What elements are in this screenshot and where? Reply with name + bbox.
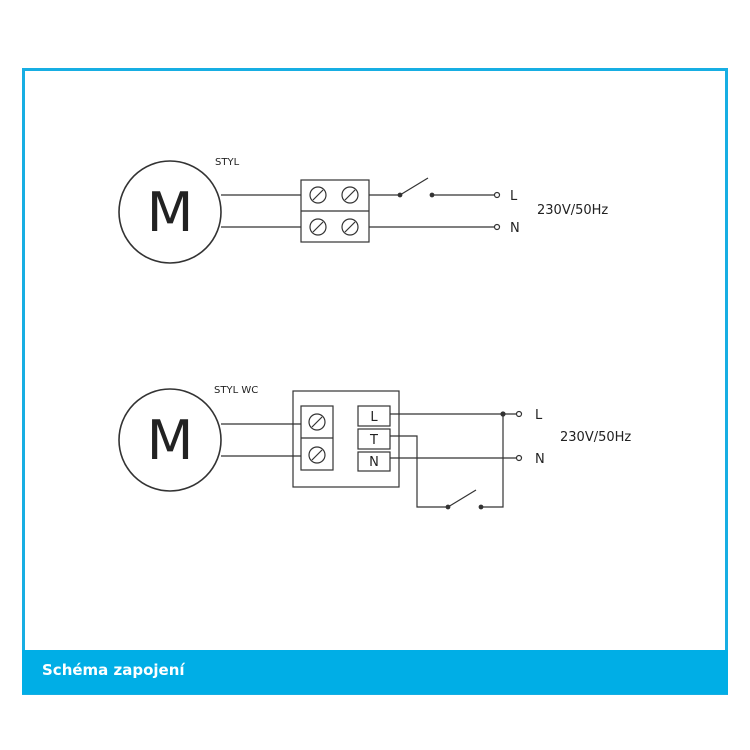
neutral-label: N [535,452,545,467]
switch [399,177,429,196]
timer-wire [390,435,448,508]
diagram-styl [118,160,501,264]
screw-terminal [341,218,359,236]
footer-bar: Schéma zapojení [22,650,728,694]
model-label: STYL WC [214,385,258,396]
supply-label: 230V/50Hz [560,430,631,445]
diagram-styl-wc [118,388,523,510]
live-label: L [510,189,518,204]
terminal-label-n: N [369,455,379,470]
live-label: L [535,408,543,423]
motor-label: M [147,409,194,472]
motor-symbol [118,388,222,492]
model-label: STYL [215,157,240,168]
diagram-frame [22,68,728,695]
terminal-n [357,451,391,472]
terminal-t [357,428,391,450]
screw-terminal [308,413,326,431]
screw-terminal [309,218,327,236]
motor-symbol [118,160,222,264]
neutral-label: N [510,221,520,236]
screw-terminal [309,186,327,204]
motor-label: M [147,181,194,244]
supply-label: 230V/50Hz [537,203,608,218]
screw-terminal [308,446,326,464]
screw-terminal [341,186,359,204]
footer-title: Schéma zapojení [42,661,185,679]
control-box [292,390,400,488]
terminal-l [357,405,391,427]
terminal-label-l: L [370,410,378,425]
terminal-label-t: T [369,433,378,448]
switch [447,489,477,508]
